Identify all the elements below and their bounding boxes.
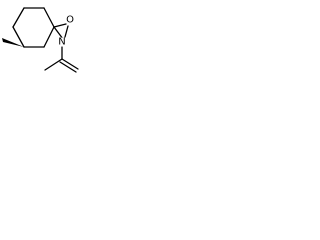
bond-carbonyl-double-inner [59,61,77,73]
bond-spiro-to-oxygen [53,23,67,28]
nitrogen-text: N [58,37,65,48]
bond-spiro-to-nitrogen [53,26,64,40]
oxaziridine-ring [53,23,69,40]
chemical-structure-diagram: O N [2,7,79,73]
cyclohexane-ring [12,7,55,48]
bond-oxygen-to-nitrogen [64,25,69,38]
oxygen-ring-text: O [66,15,74,26]
methyl-wedge-bond [2,38,24,47]
bond-carbonyl-double-outer [61,58,79,70]
acetyl-group [44,46,79,73]
bond-ring-lower-right [43,26,55,48]
atom-label-nitrogen: N [57,37,67,48]
bond-ring-lower-left [12,26,25,48]
bond-carbonyl-to-methyl [44,58,63,71]
atom-label-oxygen-ring: O [65,15,75,26]
bond-ring-upper-right [43,7,55,28]
bond-ring-upper-left [12,7,25,28]
